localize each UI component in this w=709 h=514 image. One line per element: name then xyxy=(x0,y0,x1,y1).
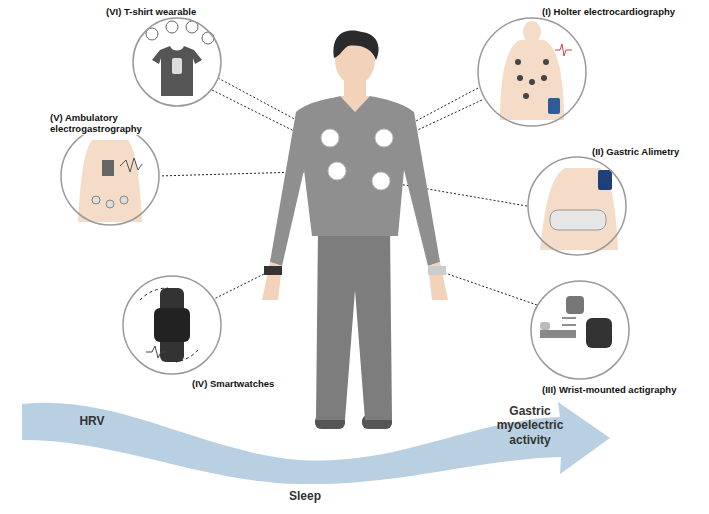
inset-circle xyxy=(60,126,160,226)
device-inset: (II) Gastric Alimetry xyxy=(527,156,627,256)
device-inset: (III) Wrist-mounted actigraphy xyxy=(530,280,630,380)
inset-circle xyxy=(527,156,627,256)
person xyxy=(262,30,448,429)
device-inset: (VI) T-shirt wearable xyxy=(132,17,222,107)
flow-label: Gastric myoelectric activity xyxy=(480,404,580,447)
smartwatch-icon xyxy=(140,288,198,362)
device-inset: (I) Holter electrocardiography xyxy=(477,17,587,127)
flow-arrow xyxy=(22,402,610,484)
inset-heading: (IV) Smartwatches xyxy=(190,378,276,389)
inset-circle xyxy=(132,17,222,107)
inset-heading: (III) Wrist-mounted actigraphy xyxy=(540,384,678,395)
inset-heading: (V) Ambulatory electrogastrography xyxy=(48,112,170,135)
inset-heading: (VI) T-shirt wearable xyxy=(104,6,198,17)
holter-icon xyxy=(500,21,572,120)
device-inset: (IV) Smartwatches xyxy=(122,275,222,375)
alimetry-icon xyxy=(540,168,618,250)
tshirt-icon xyxy=(146,21,214,96)
egg-icon xyxy=(78,140,142,222)
inset-circle xyxy=(122,275,222,375)
device-inset: (V) Ambulatory electrogastrography xyxy=(60,126,160,226)
inset-circle xyxy=(477,17,587,127)
inset-circle xyxy=(530,280,630,380)
inset-heading: (II) Gastric Alimetry xyxy=(590,146,681,157)
actigraphy-icon xyxy=(540,296,612,348)
flow-label: HRV xyxy=(62,414,122,428)
flow-label: Sleep xyxy=(275,489,335,503)
inset-heading: (I) Holter electrocardiography xyxy=(540,6,677,17)
